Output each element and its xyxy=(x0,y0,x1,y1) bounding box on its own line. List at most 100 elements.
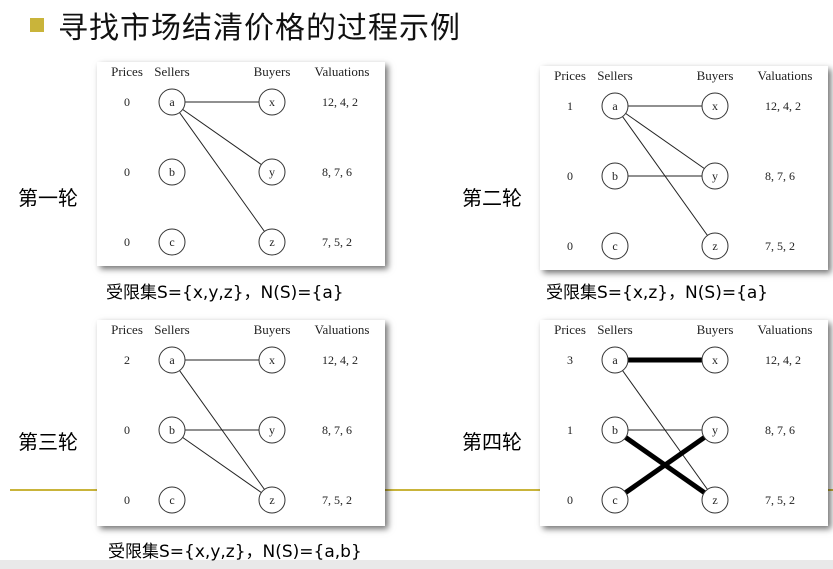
header-prices: Prices xyxy=(554,68,586,83)
valuation-y: 8, 7, 6 xyxy=(765,423,795,437)
seller-label-a: a xyxy=(612,353,618,367)
valuation-x: 12, 4, 2 xyxy=(322,95,358,109)
matched-edge-c-y xyxy=(613,427,717,503)
header-prices: Prices xyxy=(111,322,143,337)
round-label-1: 第一轮 xyxy=(18,186,78,210)
buyer-label-z: z xyxy=(269,493,274,507)
valuation-z: 7, 5, 2 xyxy=(765,239,795,253)
edge-a-z xyxy=(171,101,273,243)
seller-label-a: a xyxy=(169,95,175,109)
buyer-node-y xyxy=(701,162,729,190)
header-buyers: Buyers xyxy=(697,322,734,337)
price-a: 0 xyxy=(124,95,130,109)
header-sellers: Sellers xyxy=(154,64,189,79)
buyer-node-x xyxy=(701,92,729,120)
header-sellers: Sellers xyxy=(597,322,632,337)
edge-b-z xyxy=(171,429,273,501)
seller-node-b xyxy=(158,158,186,186)
title-text: 寻找市场结清价格的过程示例 xyxy=(58,11,461,46)
buyer-label-x: x xyxy=(269,95,275,109)
valuation-z: 7, 5, 2 xyxy=(322,493,352,507)
round-caption-3: 受限集S={x,y,z}，N(S)={a,b} xyxy=(108,542,362,562)
buyer-label-y: y xyxy=(269,165,275,179)
header-buyers: Buyers xyxy=(697,68,734,83)
round-label-2: 第二轮 xyxy=(462,186,522,210)
buyer-node-z xyxy=(258,228,286,256)
header-valuations: Valuations xyxy=(758,68,813,83)
valuation-y: 8, 7, 6 xyxy=(322,423,352,437)
seller-label-b: b xyxy=(169,165,175,179)
slide-title: 寻找市场结清价格的过程示例 xyxy=(30,0,461,50)
buyer-node-y xyxy=(258,416,286,444)
round-label-4: 第四轮 xyxy=(462,430,522,454)
buyer-label-x: x xyxy=(712,353,718,367)
seller-node-b xyxy=(601,416,629,444)
price-b: 0 xyxy=(567,169,573,183)
square-bullet-icon xyxy=(30,18,44,32)
round-label-3: 第三轮 xyxy=(18,430,78,454)
buyer-label-z: z xyxy=(712,493,717,507)
seller-label-a: a xyxy=(169,353,175,367)
seller-node-c xyxy=(601,486,629,514)
buyer-node-z xyxy=(258,486,286,514)
seller-label-c: c xyxy=(169,235,174,249)
price-b: 0 xyxy=(124,165,130,179)
seller-label-c: c xyxy=(169,493,174,507)
price-c: 0 xyxy=(567,493,573,507)
header-valuations: Valuations xyxy=(315,322,370,337)
valuation-x: 12, 4, 2 xyxy=(765,99,801,113)
header-prices: Prices xyxy=(111,64,143,79)
header-sellers: Sellers xyxy=(154,322,189,337)
seller-node-a xyxy=(601,346,629,374)
buyer-node-z xyxy=(701,486,729,514)
buyer-label-x: x xyxy=(712,99,718,113)
price-c: 0 xyxy=(567,239,573,253)
bottom-bar xyxy=(0,560,833,569)
seller-node-c xyxy=(158,228,186,256)
seller-node-a xyxy=(601,92,629,120)
buyer-label-x: x xyxy=(269,353,275,367)
header-buyers: Buyers xyxy=(254,64,291,79)
price-c: 0 xyxy=(124,493,130,507)
buyer-node-x xyxy=(258,88,286,116)
seller-label-c: c xyxy=(612,493,617,507)
price-a: 1 xyxy=(567,99,573,113)
seller-label-b: b xyxy=(612,169,618,183)
price-b: 1 xyxy=(567,423,573,437)
valuation-y: 8, 7, 6 xyxy=(765,169,795,183)
buyer-label-y: y xyxy=(269,423,275,437)
seller-node-c xyxy=(158,486,186,514)
seller-node-c xyxy=(601,232,629,260)
header-sellers: Sellers xyxy=(597,68,632,83)
valuation-z: 7, 5, 2 xyxy=(765,493,795,507)
price-a: 2 xyxy=(124,353,130,367)
buyer-label-y: y xyxy=(712,423,718,437)
seller-node-b xyxy=(601,162,629,190)
edge-a-y xyxy=(614,105,716,177)
header-prices: Prices xyxy=(554,322,586,337)
buyer-node-y xyxy=(258,158,286,186)
buyer-node-z xyxy=(701,232,729,260)
valuation-x: 12, 4, 2 xyxy=(322,353,358,367)
round-caption-1: 受限集S={x,y,z}，N(S)={a} xyxy=(106,283,344,303)
header-buyers: Buyers xyxy=(254,322,291,337)
seller-label-b: b xyxy=(169,423,175,437)
price-a: 3 xyxy=(567,353,573,367)
seller-label-b: b xyxy=(612,423,618,437)
valuation-z: 7, 5, 2 xyxy=(322,235,352,249)
valuation-x: 12, 4, 2 xyxy=(765,353,801,367)
buyer-node-x xyxy=(258,346,286,374)
buyer-label-z: z xyxy=(269,235,274,249)
header-valuations: Valuations xyxy=(315,64,370,79)
divider-line xyxy=(10,489,833,491)
edge-a-y xyxy=(171,101,273,173)
valuation-y: 8, 7, 6 xyxy=(322,165,352,179)
round-caption-2: 受限集S={x,z}，N(S)={a} xyxy=(546,283,769,303)
